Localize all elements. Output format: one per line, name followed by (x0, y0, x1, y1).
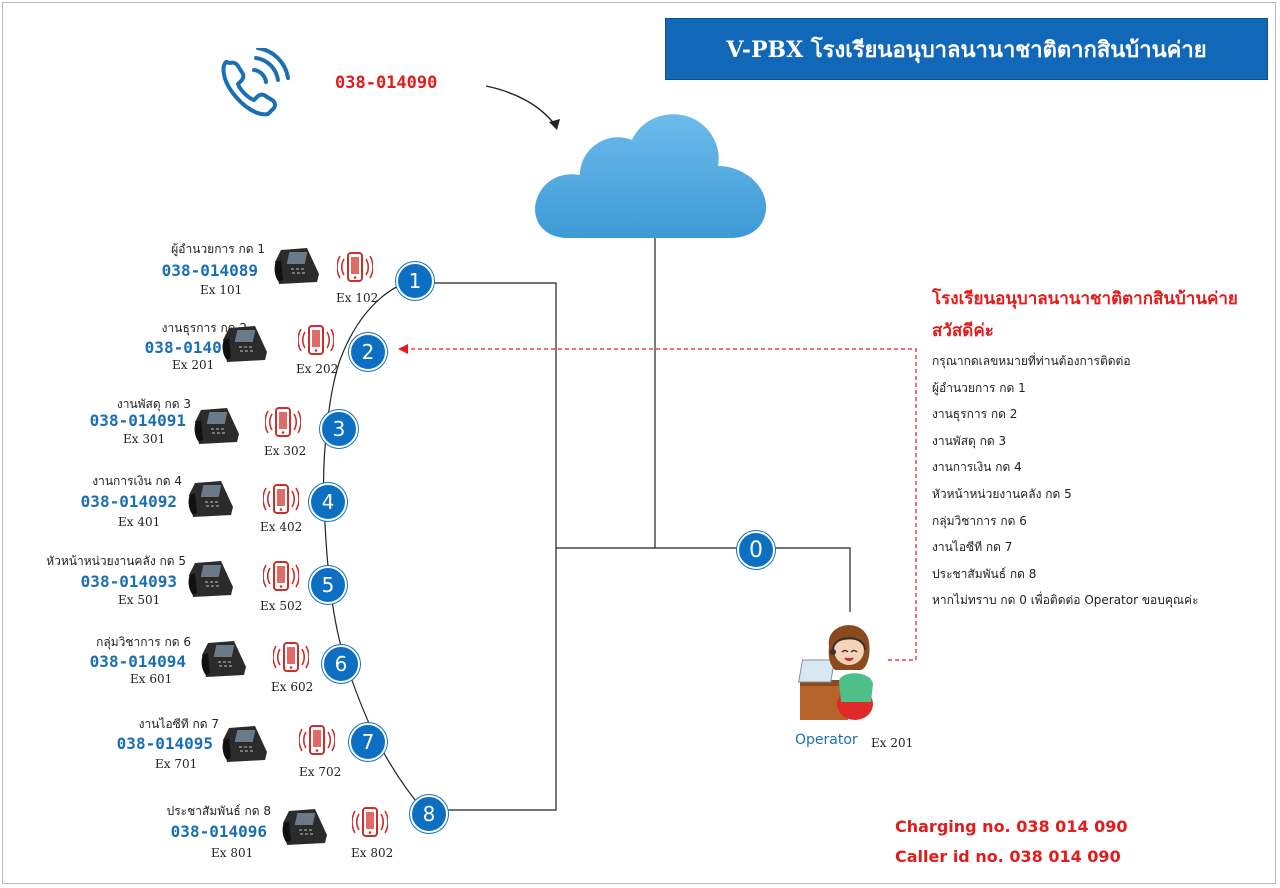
greeting-heading: โรงเรียนอนุบาลนานาชาติตากสินบ้านค่าย สวั… (932, 289, 1238, 341)
mobile-ringing-icon (298, 722, 336, 766)
extension-label: งานพัสดุ กด 3 (116, 397, 191, 411)
extension-number: 038-014092 (80, 492, 177, 511)
extension-number: 038-014096 (170, 822, 267, 841)
ivr-menu-line: งานธุรการ กด 2 (932, 407, 1018, 422)
mobile-extension-code: Ex 402 (260, 520, 303, 534)
desk-phone-icon (187, 557, 235, 603)
extensions-bracket (413, 282, 557, 811)
mobile-ringing-icon (351, 804, 389, 848)
extension-key-badge: 2 (349, 333, 387, 371)
extension-key-badge: 8 (410, 795, 448, 833)
extension-number: 038-014094 (89, 652, 186, 671)
desk-phone-icon (221, 322, 269, 368)
incoming-arrow (485, 85, 556, 126)
desk-phone-icon (281, 805, 329, 851)
ivr-menu: กรุณากดเลขหมายที่ท่านต้องการติดต่อ ผู้อำ… (932, 348, 1199, 614)
phone-ringing-icon (221, 48, 290, 117)
extension-label: งานธุรการ กด 2 (161, 321, 247, 335)
extension-key-badge: 4 (309, 483, 347, 521)
mobile-ringing-icon (262, 558, 300, 602)
main-number: 038-014090 (335, 73, 438, 93)
extension-label: งานการเงิน กด 4 (92, 474, 182, 488)
extension-label: ประชาสัมพันธ์ กด 8 (166, 804, 271, 818)
desk-phone-icon (221, 722, 269, 768)
mobile-ringing-icon (262, 481, 300, 525)
ivr-menu-line: ผู้อำนวยการ กด 1 (932, 380, 1026, 395)
extension-key-badge: 7 (349, 723, 387, 761)
mobile-extension-code: Ex 502 (260, 599, 303, 613)
mobile-ringing-icon (336, 249, 374, 293)
mobile-extension-code: Ex 602 (271, 680, 314, 694)
extension-code: Ex 301 (123, 432, 166, 446)
extension-number: 038-014089 (161, 261, 258, 280)
mobile-extension-code: Ex 802 (351, 846, 394, 860)
extension-key-badge: 3 (320, 410, 358, 448)
extension-code: Ex 601 (130, 672, 173, 686)
extension-key-badge: 1 (396, 262, 434, 300)
diagram-title: V-PBX โรงเรียนอนุบาลนานาชาติตากสินบ้านค่… (665, 18, 1268, 80)
ivr-menu-line: งานการเงิน กด 4 (932, 460, 1022, 475)
desk-phone-icon (193, 404, 241, 450)
extension-label: งานไอซีที กด 7 (138, 717, 219, 731)
extension-key-badge: 6 (322, 645, 360, 683)
mobile-extension-code: Ex 302 (264, 444, 307, 458)
extension-code: Ex 801 (211, 846, 254, 860)
extension-code: Ex 401 (118, 515, 161, 529)
extension-code: Ex 201 (172, 358, 215, 372)
ivr-menu-line: งานไอซีที กด 7 (932, 540, 1013, 555)
operator-ext: Ex 201 (871, 736, 914, 750)
ivr-menu-line: ประชาสัมพันธ์ กด 8 (932, 566, 1037, 581)
mobile-ringing-icon (272, 639, 310, 683)
extension-label: ผู้อำนวยการ กด 1 (171, 242, 265, 256)
footer-info: Charging no. 038 014 090 Caller id no. 0… (895, 812, 1128, 872)
extension-code: Ex 501 (118, 593, 161, 607)
operator-line (556, 547, 851, 612)
extension-label: กลุ่มวิชาการ กด 6 (96, 635, 191, 649)
mobile-extension-code: Ex 202 (296, 362, 339, 376)
caller-id-number: Caller id no. 038 014 090 (895, 847, 1121, 866)
mobile-extension-code: Ex 702 (299, 765, 342, 779)
extension-number: 038-014095 (116, 734, 213, 753)
charging-number: Charging no. 038 014 090 (895, 817, 1128, 836)
cloud-icon (535, 114, 767, 238)
mobile-ringing-icon (297, 322, 335, 366)
desk-phone-icon (200, 637, 248, 683)
extension-label: หัวหน้าหน่วยงานคลัง กด 5 (46, 554, 186, 568)
operator-label: Operator (795, 732, 858, 748)
transfer-arrowhead (398, 344, 408, 354)
ivr-menu-line: กลุ่มวิชาการ กด 6 (932, 513, 1027, 528)
ivr-menu-line: กรุณากดเลขหมายที่ท่านต้องการติดต่อ (932, 354, 1131, 368)
incoming-arrowhead (549, 119, 560, 130)
mobile-extension-code: Ex 102 (336, 291, 379, 305)
extension-number: 038-014091 (89, 411, 186, 430)
extension-code: Ex 101 (200, 283, 243, 297)
operator-key-badge: 0 (737, 531, 775, 569)
transfer-dashed-line (405, 348, 917, 661)
extension-number: 038-014093 (80, 572, 177, 591)
ivr-menu-line: หากไม่ทราบ กด 0 เพื่อติดต่อ Operator ขอบ… (932, 593, 1199, 608)
extension-code: Ex 701 (155, 757, 198, 771)
ivr-menu-line: หัวหน้าหน่วยงานคลัง กด 5 (932, 486, 1072, 501)
extension-key-badge: 5 (309, 566, 347, 604)
ivr-menu-line: งานพัสดุ กด 3 (932, 433, 1007, 448)
operator-icon (798, 625, 873, 720)
desk-phone-icon (273, 244, 321, 290)
extension-number: 038-014090 (144, 338, 241, 357)
desk-phone-icon (187, 477, 235, 523)
mobile-ringing-icon (264, 404, 302, 448)
